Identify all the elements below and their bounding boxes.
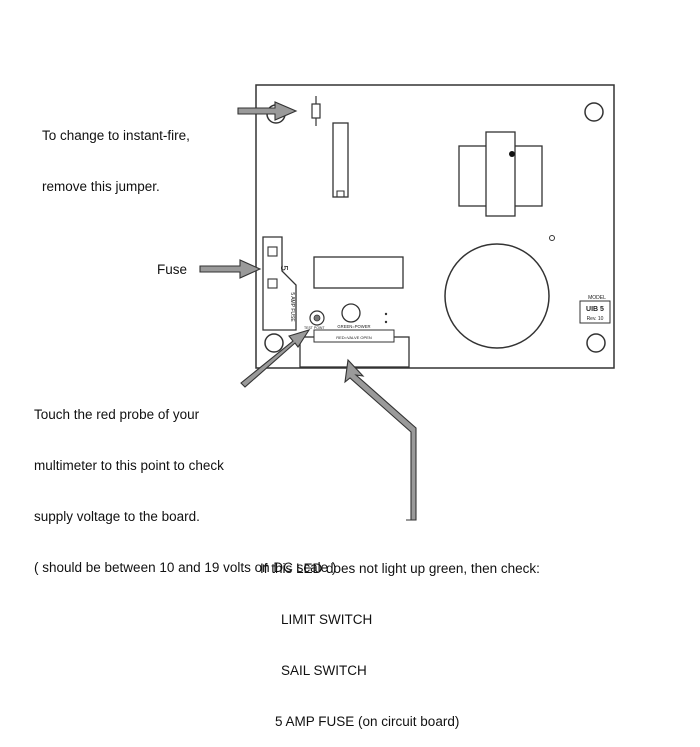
led-callout: If this LED does not light up green, the… (260, 526, 540, 747)
transformer (458, 131, 543, 217)
test-point: TEST POINT (304, 310, 325, 330)
led-power-label: GREEN=POWER (337, 324, 370, 329)
led-check-limit-switch: LIMIT SWITCH (281, 612, 373, 627)
relay-slot (332, 122, 349, 198)
fuse-callout: Fuse (157, 262, 188, 277)
probe-callout: Touch the red probe of your multimeter t… (34, 372, 336, 593)
led-check-sail-switch: SAIL SWITCH (281, 663, 367, 678)
jumper-callout: To change to instant-fire, remove this j… (42, 93, 190, 212)
mounting-hole-center (341, 303, 361, 323)
fuse-holder: 5 5 AMP FUSE (262, 236, 297, 331)
model-header: MODEL (588, 295, 606, 301)
jumper (311, 96, 321, 126)
model-label: MODEL UIB 5 Rev. 10 (579, 295, 611, 324)
mounting-hole-bottom-right (586, 333, 606, 353)
led-callout-line1: If this LED does not light up green, the… (260, 561, 540, 576)
jumper-arrow (237, 101, 298, 121)
test-point-label: TEST POINT (304, 326, 325, 330)
round-capacitor (444, 243, 550, 349)
led-connector: GREEN=POWER RED=VALVE OPEN (299, 312, 410, 368)
rectangular-component (313, 256, 404, 289)
led-check-fuse: 5 AMP FUSE (on circuit board) (275, 714, 460, 729)
fuse-rating-label: 5 AMP FUSE (289, 292, 295, 322)
model-name: UIB 5 (586, 306, 604, 313)
mounting-hole-top-right (584, 102, 604, 122)
probe-callout-line4: ( should be between 10 and 19 volts on D… (34, 560, 337, 575)
jumper-callout-line1: To change to instant-fire, (42, 128, 190, 143)
probe-callout-line2: multimeter to this point to check (34, 458, 224, 473)
probe-callout-line3: supply voltage to the board. (34, 509, 200, 524)
fuse-arrow (199, 259, 262, 279)
probe-callout-line1: Touch the red probe of your (34, 407, 200, 422)
test-point-arrow (240, 329, 311, 388)
mounting-hole-bottom-left (264, 333, 284, 353)
led-valve-label: RED=VALVE OPEN (336, 335, 372, 340)
circuit-board-diagram: 5 5 AMP FUSE TEST POINT GREEN=POWER RED=… (199, 84, 615, 521)
fuse-rating-digit: 5 (278, 265, 289, 271)
jumper-callout-line2: remove this jumper. (42, 179, 160, 194)
model-rev: Rev. 10 (587, 316, 604, 322)
led-arrow (344, 358, 417, 521)
small-hole (549, 235, 555, 241)
